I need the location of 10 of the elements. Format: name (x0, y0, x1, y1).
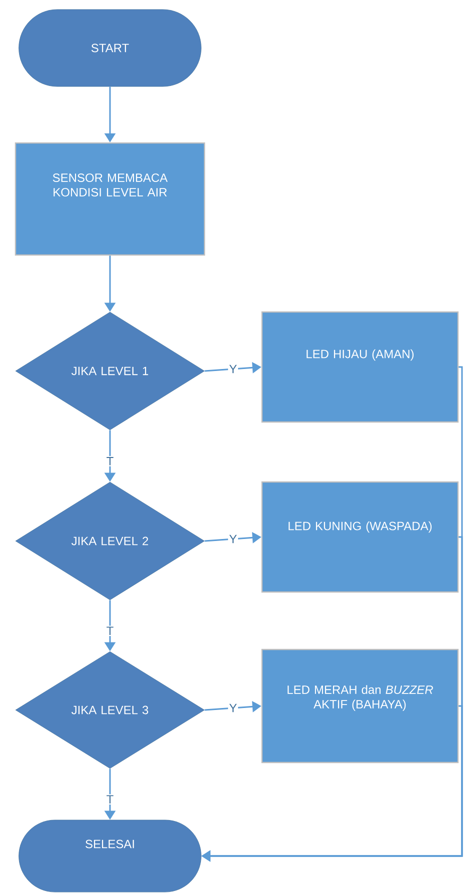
edge-label: Y (228, 702, 238, 714)
process-box: LED KUNING (WASPADA) (261, 481, 459, 593)
edge-label: Y (228, 534, 238, 544)
process-box: LED MERAH dan BUZZER AKTIF (BAHAYA) (261, 648, 459, 764)
process-box: LED HIJAU (AMAN) (261, 311, 459, 423)
edge-label: T (105, 794, 115, 804)
edge-label: Y (228, 364, 238, 374)
process-box: SENSOR MEMBACA KONDISI LEVEL AIR (14, 142, 206, 256)
edge-label: T (105, 456, 115, 466)
edge-label: T (105, 626, 115, 636)
